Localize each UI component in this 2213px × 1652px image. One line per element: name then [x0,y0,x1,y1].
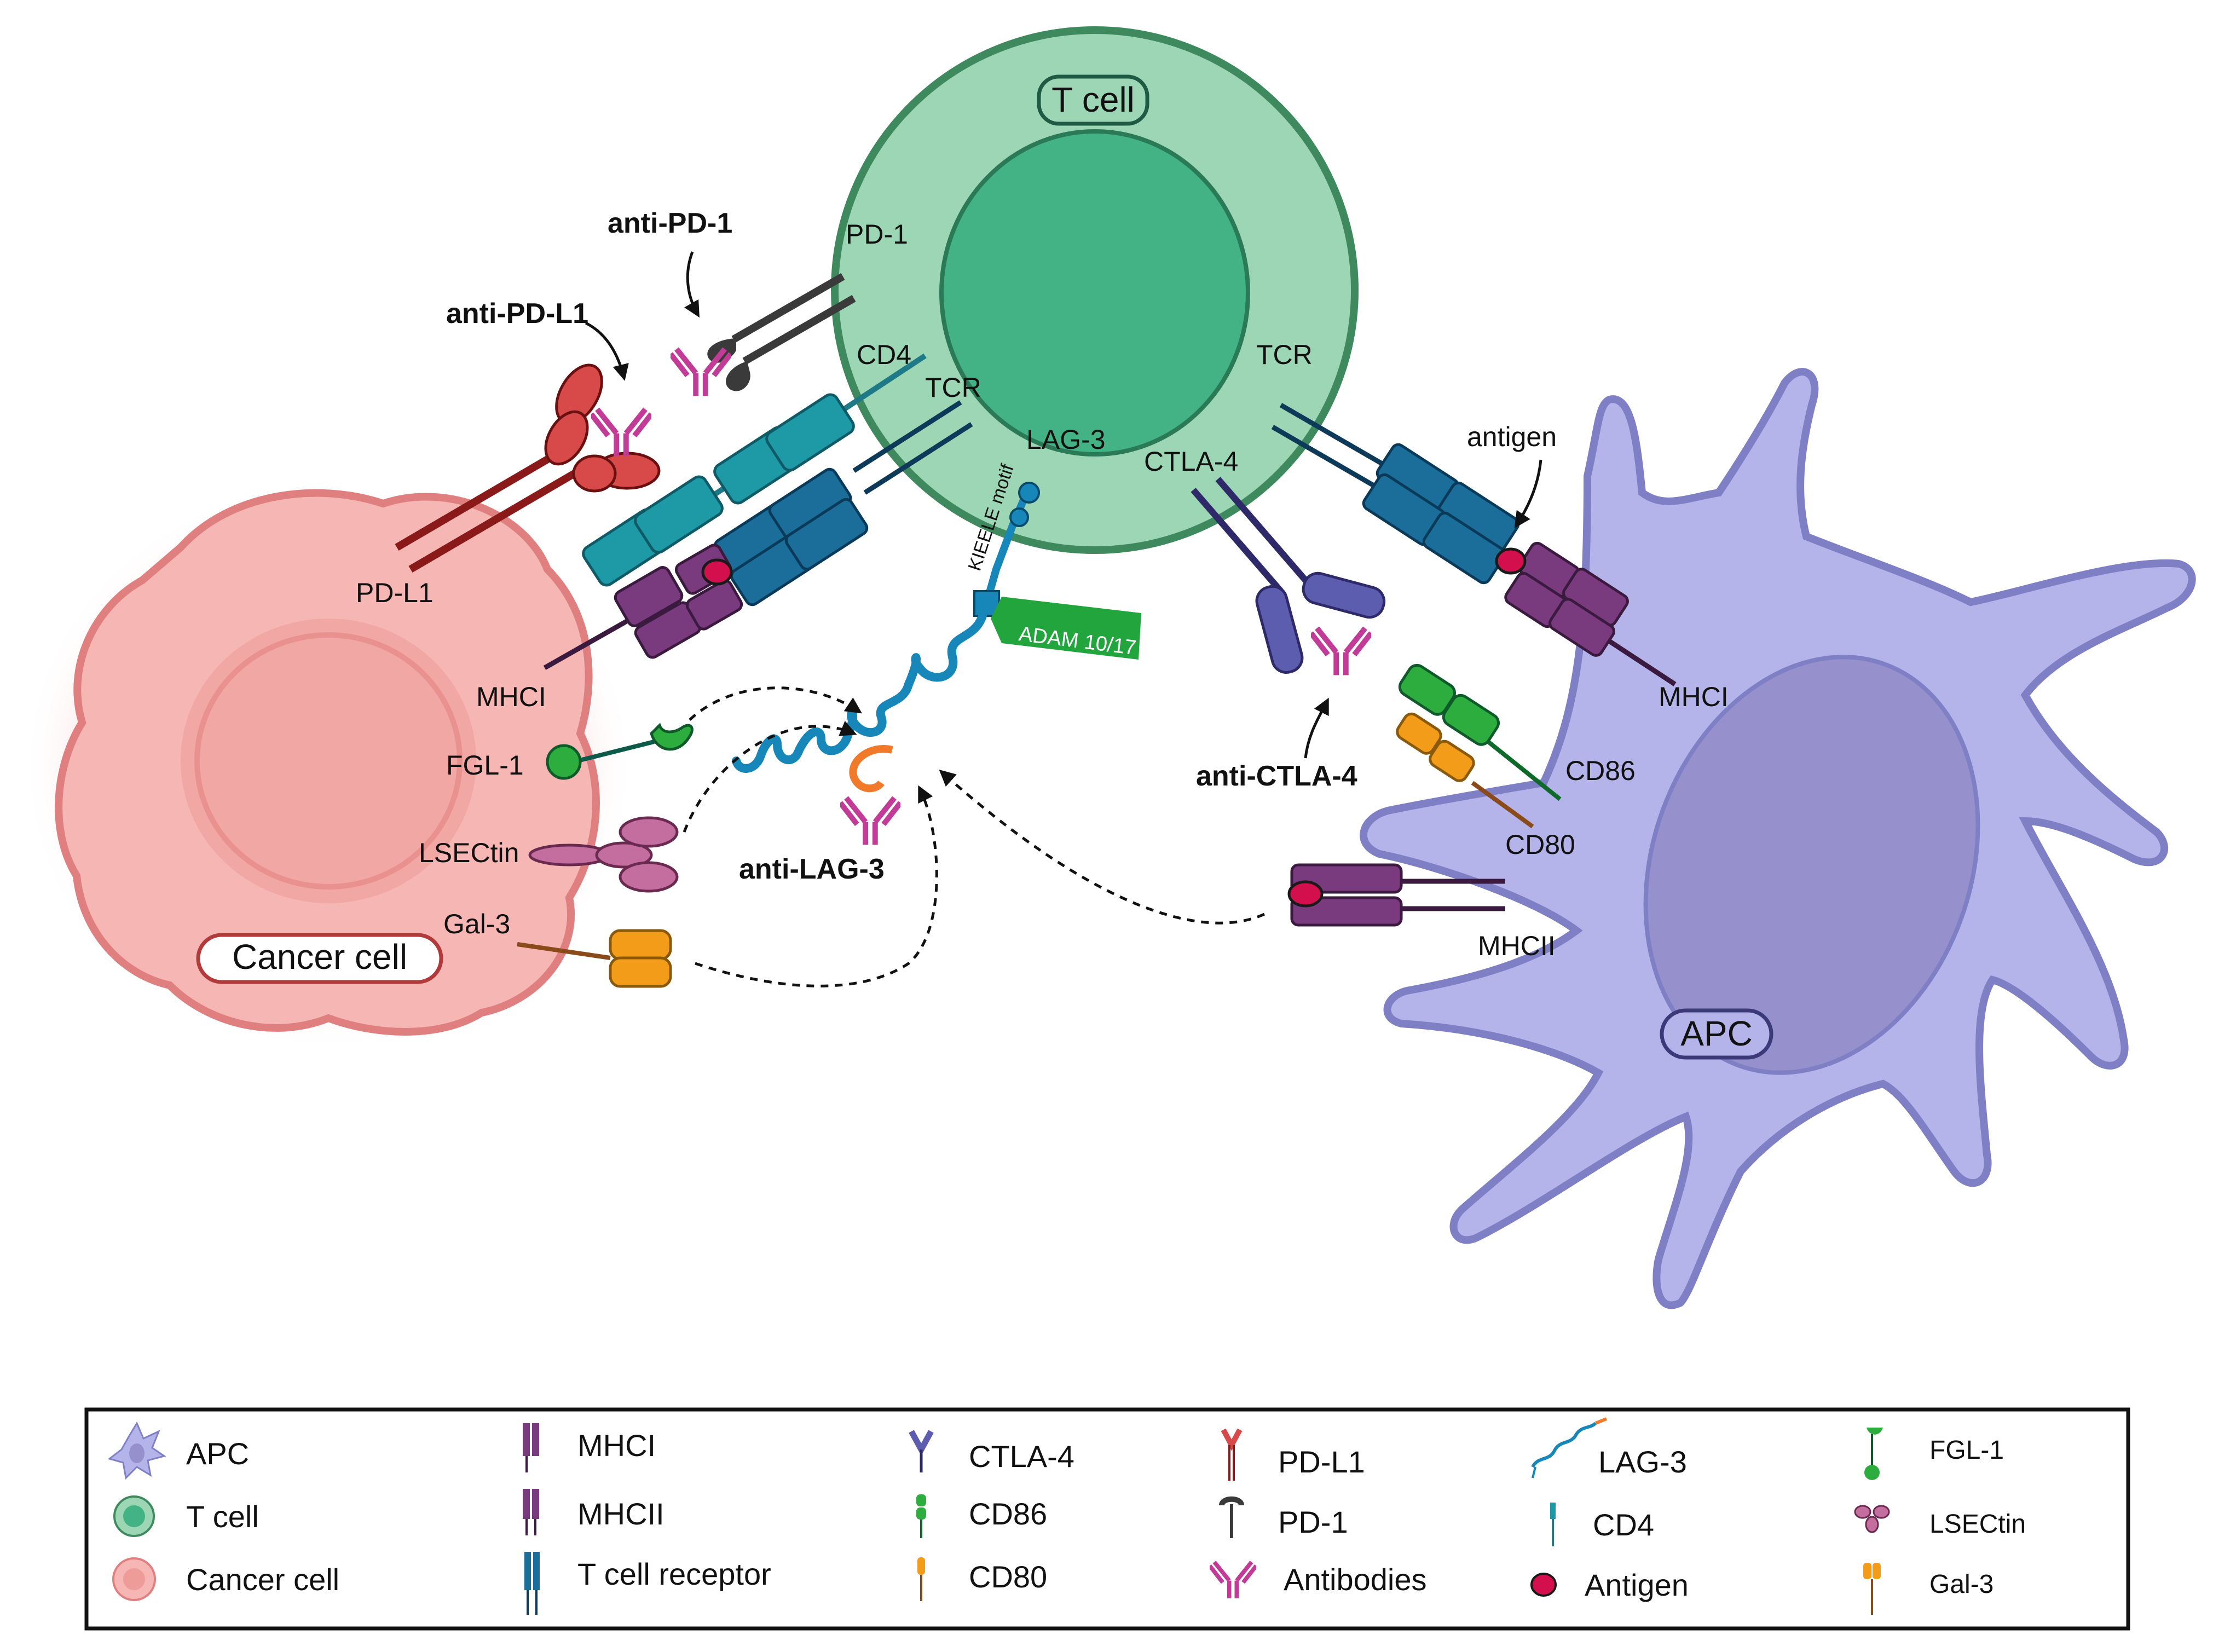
legend-label-mhcii: MHCII [577,1497,665,1531]
legend-label-lag3: LAG-3 [1598,1445,1687,1479]
anti-ctla4-antibody [1311,628,1371,675]
cd4-receptor [582,353,927,587]
legend-label-apc: APC [186,1436,249,1471]
pd1-label: PD-1 [846,219,908,250]
antigen-arrow [1514,459,1542,528]
mhci-left-label: MHCI [476,681,546,712]
adam-1017-tag: ADAM 10/17 [991,597,1141,660]
anti-pd1-label: anti-PD-1 [608,207,732,239]
apc-label: APC [1680,1014,1753,1053]
tcr-left-receptor [713,400,973,606]
mhcii-receptor [1287,863,1505,927]
pdl1-receptor [395,363,661,573]
fgl1-icon [1864,1428,1883,1480]
anti-ctla4-arrow [1304,697,1329,759]
tcr-right-label: TCR [1256,339,1313,370]
t-cell-label: T cell [1051,80,1135,119]
gal3-label: Gal-3 [443,909,510,939]
cd86-ligand [1398,663,1562,801]
antigen-icon [1530,1573,1557,1597]
cd4-icon [1550,1503,1556,1546]
mhci-icon [523,1423,539,1472]
legend-label-gal3: Gal-3 [1929,1570,1994,1599]
apc-icon [107,1421,166,1480]
legend-label-tcr: T cell receptor [577,1557,771,1591]
anti-lag3-label: anti-LAG-3 [739,853,885,885]
pdl1-label: PD-L1 [356,577,434,608]
mhci-right-receptor [1495,541,1677,686]
tcr-icon [524,1552,540,1615]
legend-label-pdl1: PD-L1 [1278,1445,1365,1479]
legend-label-cd86: CD86 [969,1497,1047,1531]
pdl1-icon [1221,1428,1243,1481]
fgl1-label: FGL-1 [446,750,524,781]
legend: APC T cell Cancer cell MHCI MHCII [84,1407,2130,1631]
anti-pdl1-arrow [585,321,629,381]
mhci-right-label: MHCI [1659,681,1729,712]
lsectin-icon [1854,1505,1890,1533]
mhci-left-receptor [543,544,743,670]
cd4-label: CD4 [857,339,911,370]
cd86-label: CD86 [1565,755,1636,786]
ctla4-receptor [1191,477,1386,674]
cd80-ligand [1396,712,1534,829]
tcr-left-label: TCR [925,372,981,403]
cancer-cell-icon [112,1557,156,1601]
legend-label-cd4: CD4 [1593,1507,1654,1542]
cd86-icon [916,1494,926,1538]
legend-label-lsectin: LSECtin [1929,1510,2026,1539]
pd1-icon [1219,1496,1244,1538]
anti-ctla4-label: anti-CTLA-4 [1196,760,1357,792]
ctla4-label: CTLA-4 [1144,446,1238,477]
anti-pd1-antibody [671,349,731,396]
anti-pd1-arrow [684,251,700,318]
legend-label-pd1: PD-1 [1278,1505,1348,1539]
cd80-label: CD80 [1505,829,1575,860]
ctla4-icon [909,1430,934,1472]
antigen-label: antigen [1467,421,1557,452]
lag3-icon [1531,1417,1608,1478]
mhcii-label: MHCII [1478,931,1556,961]
gal3-icon [1863,1563,1881,1615]
tcr-right-receptor [1271,403,1520,585]
fgl1-ligand [546,723,694,780]
legend-label-fgl1: FGL-1 [1929,1436,2004,1465]
anti-pdl1-label: anti-PD-L1 [446,298,588,330]
legend-label-cd80: CD80 [969,1559,1047,1594]
cancer-cell: Cancer cell [22,482,635,1051]
legend-label-antigen: Antigen [1585,1568,1689,1602]
lsectin-label: LSECtin [419,837,519,868]
mhcii-icon [523,1489,539,1535]
legend-label-ctla4: CTLA-4 [969,1439,1074,1474]
apc-cell: APC [1360,368,2196,1309]
cancer-cell-label: Cancer cell [232,937,407,977]
cd80-icon [917,1557,925,1601]
pd1-receptor [707,273,856,391]
legend-label-cancer-cell: Cancer cell [186,1562,339,1597]
lag3-label: LAG-3 [1026,424,1106,455]
legend-label-antibodies: Antibodies [1284,1562,1427,1597]
t-cell-icon [113,1495,155,1537]
lsectin-ligand [528,816,679,893]
anti-lag3-antibody [840,798,900,845]
legend-label-t-cell: T cell [186,1499,259,1534]
t-cell: T cell [831,26,1359,554]
lag3-interaction-arrows [683,686,1266,987]
anti-pdl1-antibody [591,409,651,457]
legend-label-mhci: MHCI [577,1428,656,1463]
gal3-ligand [517,929,672,988]
